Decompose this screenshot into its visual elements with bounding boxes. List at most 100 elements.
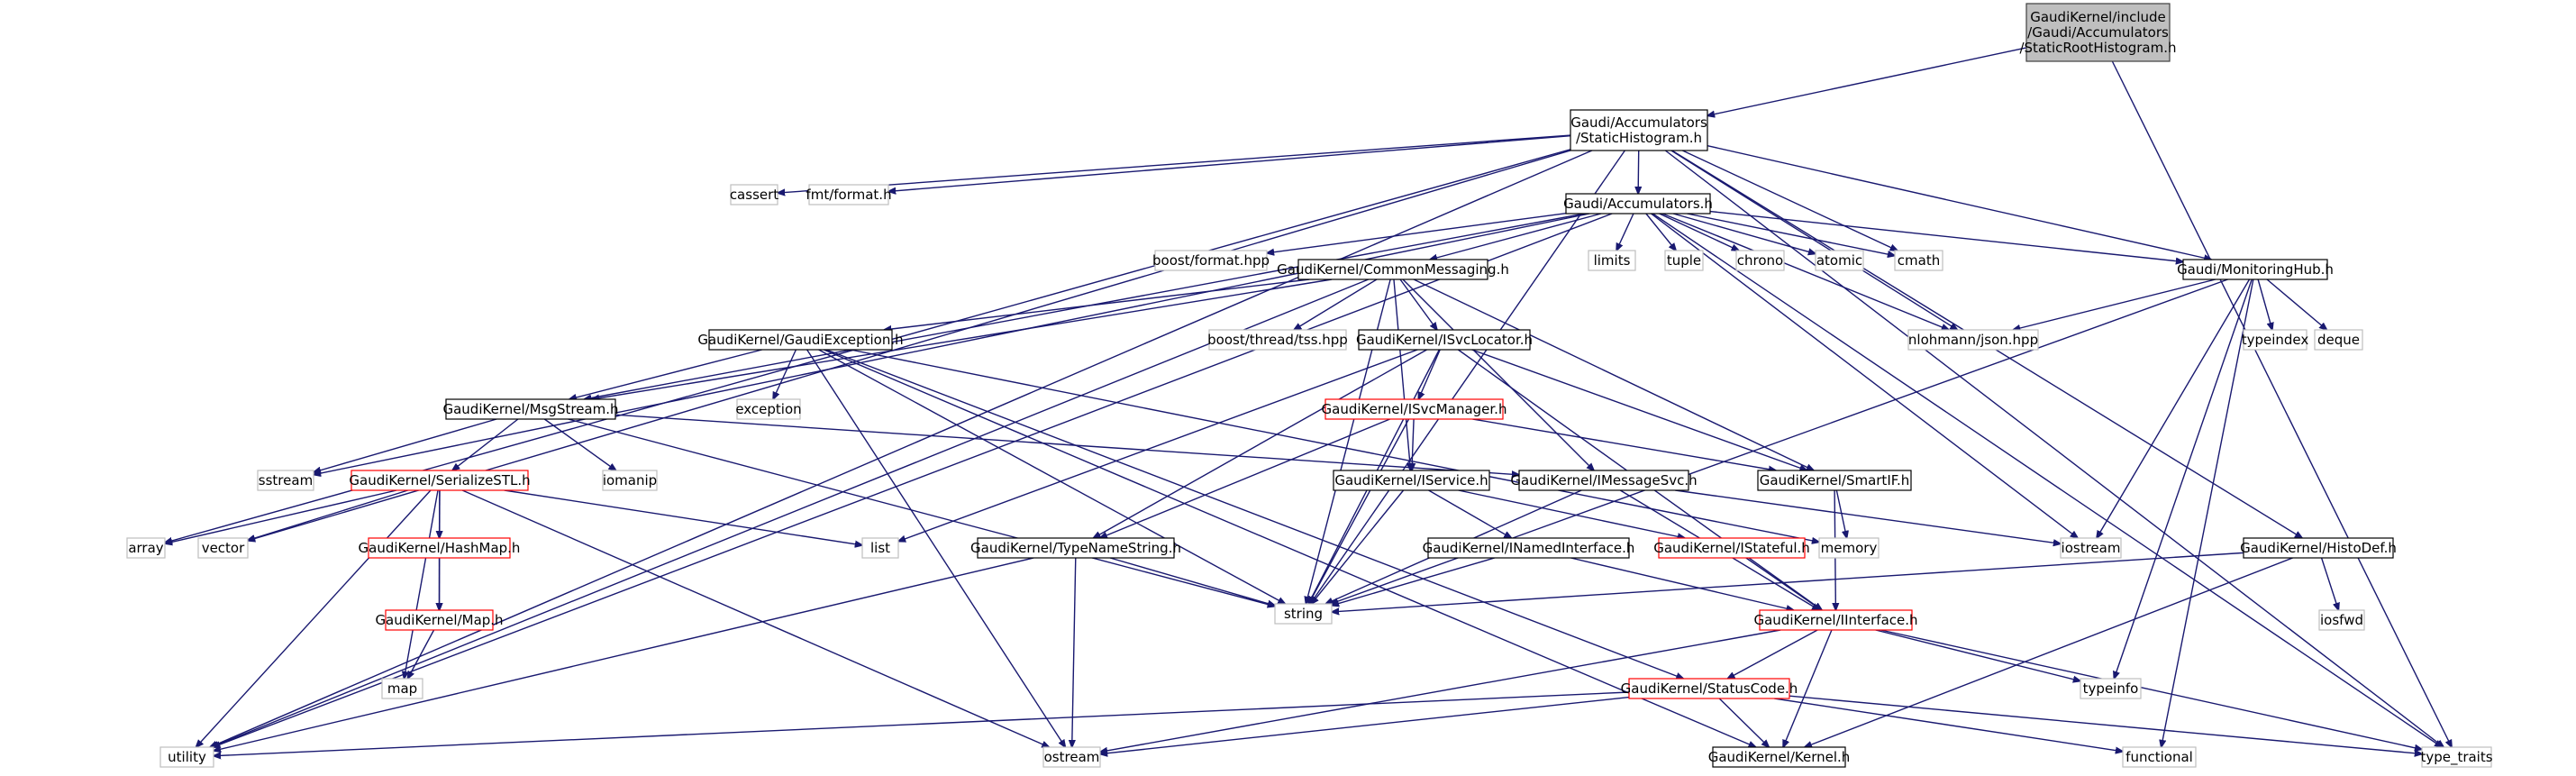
node-label: GaudiKernel/TypeNameString.h xyxy=(970,540,1181,556)
edge-accumulators-to-commonmsg xyxy=(1430,213,1602,260)
node-box xyxy=(2421,746,2492,768)
edge-static_hist-to-utility xyxy=(210,150,1593,747)
node-box xyxy=(1907,329,2039,351)
node-hashmap[interactable]: GaudiKernel/HashMap.h xyxy=(359,537,521,559)
node-array: array xyxy=(126,537,166,559)
node-box xyxy=(257,470,314,491)
edge-accumulators-to-utility xyxy=(213,213,1613,747)
edge-root-to-static_hist xyxy=(1707,47,2027,115)
edge-iservice-to-istateful xyxy=(1458,489,1685,538)
node-box xyxy=(1815,250,1864,271)
node-static_hist[interactable]: Gaudi/Accumulators/StaticHistogram.h xyxy=(1570,109,1708,151)
node-iservice[interactable]: GaudiKernel/IService.h xyxy=(1333,470,1490,491)
edge-iinterface-to-kernel xyxy=(1783,629,1833,747)
edge-monhub-to-iostream xyxy=(2097,278,2251,538)
node-istateful[interactable]: GaudiKernel/IStateful.h xyxy=(1653,537,1810,559)
node-functional: functional xyxy=(2122,746,2197,768)
node-isvcloc[interactable]: GaudiKernel/ISvcLocator.h xyxy=(1356,329,1533,351)
node-box xyxy=(1297,259,1488,280)
node-box xyxy=(1333,470,1490,491)
edge-histodef-to-string xyxy=(1332,552,2244,612)
node-typenamestr[interactable]: GaudiKernel/TypeNameString.h xyxy=(970,537,1181,559)
node-box xyxy=(1565,193,1711,215)
node-imsgsvc[interactable]: GaudiKernel/IMessageSvc.h xyxy=(1510,470,1698,491)
edge-histodef-to-kernel xyxy=(1805,557,2293,747)
edge-gaudiexc-to-kernel xyxy=(824,349,1755,747)
node-box xyxy=(730,184,778,205)
node-list: list xyxy=(861,537,899,559)
node-label: GaudiKernel/include xyxy=(2030,9,2166,25)
edge-inamed-to-string xyxy=(1332,557,1496,606)
node-msgstream[interactable]: GaudiKernel/MsgStream.h xyxy=(442,398,619,420)
node-inamed[interactable]: GaudiKernel/INamedInterface.h xyxy=(1423,537,1635,559)
edge-isvcloc-to-list xyxy=(898,349,1418,542)
node-label: /Gaudi/Accumulators xyxy=(2027,24,2169,41)
node-gaudiexc[interactable]: GaudiKernel/GaudiException.h xyxy=(697,329,904,351)
node-kernel[interactable]: GaudiKernel/Kernel.h xyxy=(1708,746,1851,768)
node-label: GaudiKernel/MsgStream.h xyxy=(442,401,618,417)
edge-isvcmgr-to-smartif xyxy=(1472,418,1776,470)
edge-iservice-to-inamed xyxy=(1428,489,1512,538)
node-accumulators[interactable]: Gaudi/Accumulators.h xyxy=(1563,193,1713,215)
edge-serialstl-to-ostream xyxy=(461,489,1049,747)
node-serialstl[interactable]: GaudiKernel/SerializeSTL.h xyxy=(349,470,531,491)
edge-gaudiexc-to-memory xyxy=(850,349,1819,542)
node-box xyxy=(350,470,529,491)
node-box xyxy=(736,398,801,420)
node-box xyxy=(445,398,616,420)
node-iinterface[interactable]: GaudiKernel/IInterface.h xyxy=(1753,609,1918,631)
node-box xyxy=(1757,470,1912,491)
edge-isvcloc-to-smartif xyxy=(1471,349,1807,470)
edge-static_hist-to-string xyxy=(1310,150,1625,604)
edge-iinterface-to-ostream xyxy=(1100,629,1781,752)
nodes-layer: GaudiKernel/include/Gaudi/Accumulators/S… xyxy=(126,3,2493,768)
node-boosttss: boost/thread/tss.hpp xyxy=(1207,329,1348,351)
node-box xyxy=(126,537,166,559)
node-type_traits: type_traits xyxy=(2420,746,2493,768)
node-label: deque xyxy=(2317,332,2360,348)
node-label: atomic xyxy=(1816,252,1862,269)
node-histodef[interactable]: GaudiKernel/HistoDef.h xyxy=(2240,537,2397,559)
node-label: typeinfo xyxy=(2083,680,2139,697)
edge-accumulators-to-chrono xyxy=(1659,213,1739,251)
node-deque: deque xyxy=(2314,329,2363,351)
node-memory: memory xyxy=(1818,537,1880,559)
edge-serialstl-to-utility xyxy=(196,489,432,747)
node-atomic: atomic xyxy=(1815,250,1864,271)
edge-commonmsg-to-utility xyxy=(212,278,1370,747)
node-label: fmt/format.h xyxy=(806,187,891,203)
node-label: GaudiKernel/IMessageSvc.h xyxy=(1510,472,1697,488)
node-monhub[interactable]: Gaudi/MonitoringHub.h xyxy=(2177,259,2334,280)
node-box xyxy=(2243,329,2307,351)
edge-accumulators-to-atomic xyxy=(1672,213,1816,254)
node-typeindex: typeindex xyxy=(2242,329,2308,351)
node-label: GaudiKernel/IInterface.h xyxy=(1753,612,1917,628)
node-isvcmgr[interactable]: GaudiKernel/ISvcManager.h xyxy=(1322,398,1507,420)
node-label: GaudiKernel/ISvcManager.h xyxy=(1322,401,1507,417)
node-root[interactable]: GaudiKernel/include/Gaudi/Accumulators/S… xyxy=(2019,3,2177,62)
node-commonmsg[interactable]: GaudiKernel/CommonMessaging.h xyxy=(1277,259,1509,280)
edge-accumulators-to-type_traits xyxy=(1652,213,2442,747)
node-boostformat: boost/format.hpp xyxy=(1152,250,1270,271)
edge-gaudiexc-to-exception xyxy=(773,349,797,399)
edge-gaudiexc-to-msgstream xyxy=(569,349,762,399)
edge-statuscode-to-functional xyxy=(1774,698,2123,752)
node-smartif[interactable]: GaudiKernel/SmartIF.h xyxy=(1757,470,1912,491)
node-box xyxy=(1208,329,1347,351)
node-map_h[interactable]: GaudiKernel/Map.h xyxy=(375,609,504,631)
edge-accumulators-to-monhub xyxy=(1709,210,2183,262)
node-box xyxy=(1570,109,1708,151)
edge-statuscode-to-utility xyxy=(214,691,1630,756)
node-label: array xyxy=(128,540,163,556)
node-statuscode[interactable]: GaudiKernel/StatusCode.h xyxy=(1621,678,1798,699)
node-label: /StaticHistogram.h xyxy=(1576,130,1702,146)
node-box xyxy=(1324,398,1504,420)
node-label: cmath xyxy=(1898,252,1940,269)
edge-serialstl-to-map xyxy=(404,489,439,679)
edge-static_hist-to-accumulators xyxy=(1638,150,1639,194)
node-box xyxy=(1588,250,1636,271)
node-label: GaudiKernel/ISvcLocator.h xyxy=(1356,332,1533,348)
edge-isvcloc-to-typenamestr xyxy=(1093,349,1427,538)
edge-commonmsg-to-iservice xyxy=(1393,278,1411,470)
node-box xyxy=(1818,537,1880,559)
